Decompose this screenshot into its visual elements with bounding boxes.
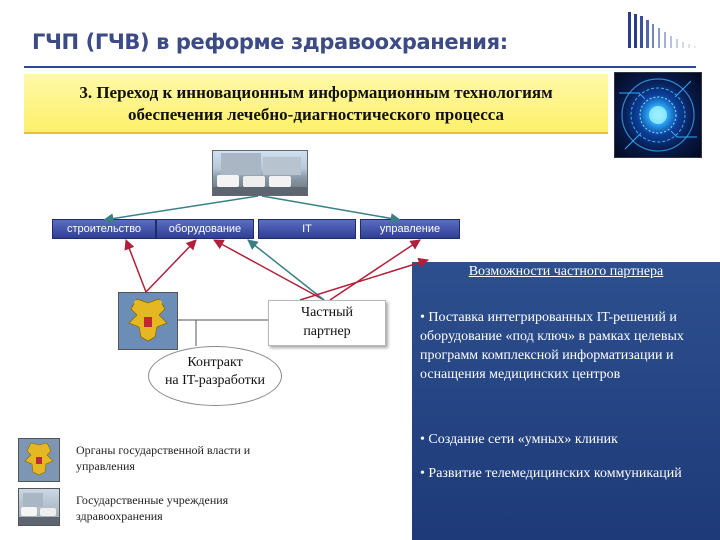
panel-title: Возможности частного партнера <box>468 264 664 279</box>
legend-government: Органы государственной власти и управлен… <box>76 443 251 473</box>
contract-ellipse: Контракт на IT-разработки <box>148 346 282 406</box>
bars-logo-icon <box>628 12 696 48</box>
arrow-top-photo-to-build <box>102 195 259 224</box>
arrow-partner-to-manage <box>329 239 421 301</box>
arrow-emblem-to-build <box>124 239 147 293</box>
arrow-partner-to-panel <box>299 257 430 301</box>
page-title: ГЧП (ГЧВ) в реформе здравоохранения: <box>32 30 508 54</box>
partner-line-2: партнер <box>303 324 351 339</box>
equipment-box: оборудование <box>156 219 254 239</box>
management-box: управление <box>360 219 460 239</box>
digital-technology-image <box>614 72 702 158</box>
state-hospital-icon <box>18 488 60 526</box>
arrow-partner-to-equip <box>213 239 325 301</box>
partner-line-1: Частный <box>300 305 354 320</box>
heading-line-1: 3. Переход к инновационным информационны… <box>79 83 553 102</box>
contract-line-1: Контракт <box>187 355 243 370</box>
circuit-swirl-icon <box>619 78 697 152</box>
panel-item-smart-clinics: • Создание сети «умных» клиник <box>420 432 618 447</box>
section-heading: 3. Переход к инновационным информационны… <box>24 74 608 134</box>
it-box: IT <box>258 219 356 239</box>
hospital-building-photo <box>212 150 308 196</box>
arrow-emblem-to-equip <box>145 239 197 293</box>
arrow-partner-to-it <box>247 239 325 301</box>
coat-of-arms-image <box>118 292 178 350</box>
double-headed-eagle-icon <box>128 298 168 342</box>
government-emblem-icon <box>18 438 60 482</box>
arrow-top-photo-to-manage <box>261 195 402 224</box>
title-divider <box>24 66 696 68</box>
panel-item-telemedicine: • Развитие телемедицинских коммуникаций <box>420 466 682 481</box>
private-partner-box: Частный партнер <box>268 300 386 346</box>
panel-item-integrated-it: • Поставка интегрированных IT-решений и … <box>420 310 684 382</box>
legend-state-institutions: Государственные учреждения здравоохранен… <box>76 493 229 523</box>
private-partner-panel <box>412 262 720 540</box>
heading-line-2: обеспечения лечебно-диагностического про… <box>127 105 505 124</box>
contract-line-2: на IT-разработки <box>164 373 266 388</box>
